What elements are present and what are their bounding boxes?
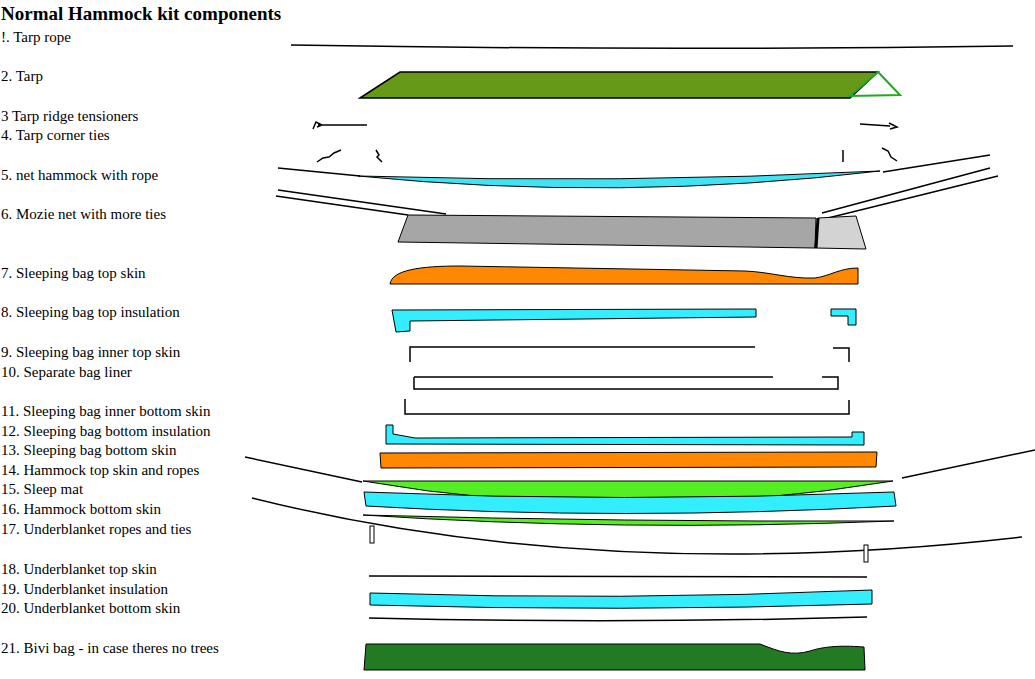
underblanket-bottom-skin: [369, 617, 867, 621]
sleep-mat: [364, 492, 896, 514]
mozie-net: [398, 215, 816, 248]
part-label: 2. Tarp: [1, 68, 43, 85]
bag-inner-top-skin: [410, 347, 849, 362]
hammock-rope: [245, 450, 1035, 482]
bag-bottom-insulation: [386, 425, 864, 445]
net-hammock: [358, 171, 880, 188]
part-label: 8. Sleeping bag top insulation: [1, 304, 180, 321]
underblanket-insulation: [370, 590, 872, 608]
underblanket-top-skin: [369, 576, 867, 577]
corner-tie: [842, 150, 844, 162]
part-label: 9. Sleeping bag inner top skin: [1, 344, 180, 361]
bivi-bag: [364, 644, 865, 670]
part-label: 15. Sleep mat: [1, 481, 83, 498]
part-label: 4. Tarp corner ties: [1, 127, 110, 144]
diagram-title: Normal Hammock kit components: [1, 3, 281, 25]
hammock-rope: [278, 155, 990, 176]
corner-tie: [317, 150, 341, 162]
part-label: !. Tarp rope: [1, 29, 71, 46]
ridge-tensioner: [860, 123, 897, 129]
tarp-rope: [291, 45, 1013, 48]
tarp: [360, 72, 878, 98]
part-label: 3 Tarp ridge tensioners: [1, 108, 138, 125]
bag-top-skin: [390, 266, 858, 284]
bag-top-insulation: [392, 309, 756, 332]
part-label: 20. Underblanket bottom skin: [1, 600, 180, 617]
part-label: 19. Underblanket insulation: [1, 581, 168, 598]
bag-inner-bottom-skin: [405, 399, 849, 414]
tarp-end: [850, 72, 900, 96]
part-label: 17. Underblanket ropes and ties: [1, 521, 191, 538]
net-tie: [276, 168, 998, 218]
underblanket-rope: [252, 498, 1022, 554]
part-label: 14. Hammock top skin and ropes: [1, 462, 199, 479]
part-label: 21. Bivi bag - in case theres no trees: [1, 640, 219, 657]
net-divider: [816, 218, 818, 248]
corner-tie: [882, 148, 897, 161]
bag-top-insulation: [831, 309, 856, 325]
part-label: 16. Hammock bottom skin: [1, 501, 161, 518]
part-label: 7. Sleeping bag top skin: [1, 265, 146, 282]
part-label: 11. Sleeping bag inner bottom skin: [1, 403, 210, 420]
part-label: 5. net hammock with rope: [1, 167, 158, 184]
part-label: 13. Sleeping bag bottom skin: [1, 442, 176, 459]
hammock-bottom-skin: [363, 515, 894, 525]
part-label: 6. Mozie net with more ties: [1, 206, 166, 223]
bag-liner: [414, 377, 838, 389]
ridge-tensioner: [313, 122, 367, 129]
corner-tie: [376, 150, 382, 162]
underblanket-tie: [864, 545, 868, 562]
mozie-net-end: [815, 216, 866, 249]
part-label: 10. Separate bag liner: [1, 364, 132, 381]
part-label: 18. Underblanket top skin: [1, 561, 157, 578]
bag-bottom-skin: [380, 452, 877, 468]
underblanket-tie: [370, 526, 374, 543]
part-label: 12. Sleeping bag bottom insulation: [1, 423, 211, 440]
